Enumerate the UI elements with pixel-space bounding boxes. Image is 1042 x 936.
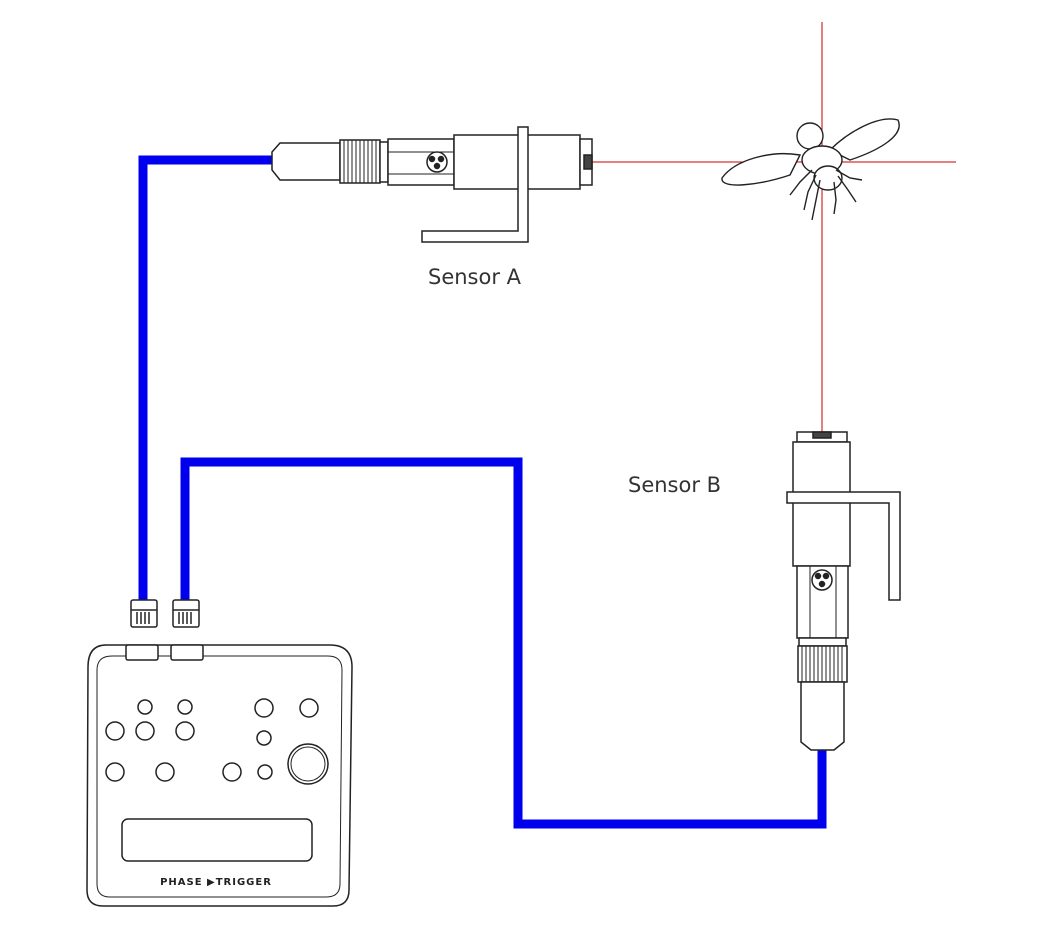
device-display xyxy=(121,818,313,862)
insect-icon xyxy=(721,118,900,221)
sensor-b-label: Sensor B xyxy=(628,473,722,497)
sensor-a-label: Sensor A xyxy=(428,265,522,289)
cable-sensor-a xyxy=(138,155,272,602)
sensor-a xyxy=(271,126,593,243)
sensor-b xyxy=(786,431,901,751)
cable-plug-b xyxy=(172,599,200,628)
laser-beams xyxy=(592,22,956,432)
device-buttons xyxy=(105,698,329,785)
device-brand-label: PHASE ▶TRIGGER xyxy=(160,877,272,888)
cable-plug-a xyxy=(130,599,158,628)
cable-sensor-b xyxy=(180,457,827,829)
phase-trigger-device: PHASE ▶TRIGGER xyxy=(86,644,353,907)
cables xyxy=(138,155,827,829)
